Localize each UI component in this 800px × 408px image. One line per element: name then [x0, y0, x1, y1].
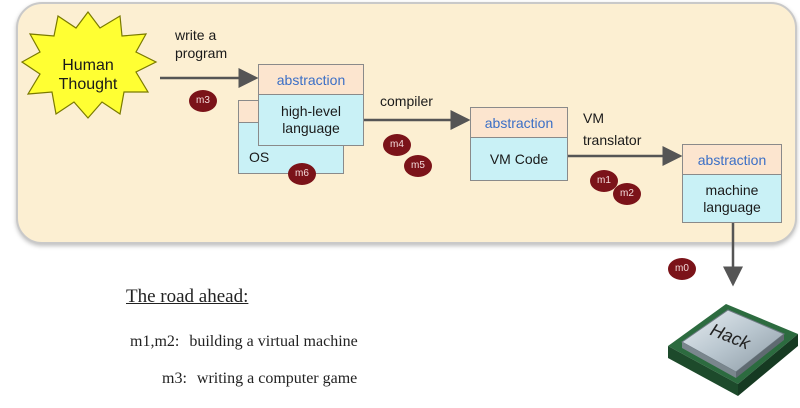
badge-m5[interactable]: m5 — [404, 155, 432, 177]
write-program-line-1: write a — [175, 27, 217, 43]
os-label: OS — [249, 149, 270, 165]
machine-language-line-2: language — [703, 199, 761, 215]
road-item-2: m3: writing a computer game — [162, 370, 357, 388]
badge-m2[interactable]: m2 — [613, 183, 641, 205]
badge-m6[interactable]: m6 — [288, 163, 316, 185]
machine-language-line-1: machine — [705, 182, 759, 198]
high-level-line-2: language — [282, 120, 340, 136]
abstraction-header-2: abstraction — [471, 108, 567, 138]
road-item-1-text: building a virtual machine — [189, 333, 358, 350]
human-thought-label: Human Thought — [50, 56, 126, 94]
high-level-line-1: high-level — [281, 103, 341, 119]
write-program-line-2: program — [175, 45, 228, 61]
human-thought-line-2: Thought — [58, 76, 118, 93]
hack-chip: Hack — [664, 282, 800, 408]
machine-language-body: machine language — [683, 175, 781, 222]
abstraction-header-3: abstraction — [683, 145, 781, 175]
vm-translator-line-1: VM — [583, 110, 604, 126]
road-item-1-keys: m1,m2: — [130, 333, 180, 350]
badge-m0[interactable]: m0 — [668, 258, 696, 280]
road-ahead-title: The road ahead: — [126, 286, 249, 307]
vm-code-body: VM Code — [471, 138, 567, 180]
road-item-2-text: writing a computer game — [196, 370, 358, 387]
road-item-1: m1,m2: building a virtual machine — [130, 333, 358, 351]
vm-translator-line-2: translator — [583, 132, 642, 148]
vm-translator-label: VM translator — [583, 107, 641, 151]
compiler-label: compiler — [380, 93, 433, 109]
human-thought-line-1: Human — [62, 57, 114, 74]
cpu-chip-icon: Hack — [668, 304, 798, 396]
badge-m4[interactable]: m4 — [383, 134, 411, 156]
abstraction-header-1: abstraction — [259, 65, 363, 95]
road-item-2-keys: m3: — [162, 370, 187, 387]
high-level-language-box: abstraction high-level language — [258, 64, 364, 146]
machine-language-box: abstraction machine language — [682, 144, 782, 223]
badge-m1[interactable]: m1 — [590, 170, 618, 192]
write-program-label: write a program — [175, 26, 227, 62]
badge-m3[interactable]: m3 — [189, 90, 217, 112]
diagram-panel — [16, 2, 797, 244]
vm-code-box: abstraction VM Code — [470, 107, 568, 181]
human-thought-burst — [20, 11, 158, 119]
high-level-language-body: high-level language — [259, 95, 363, 145]
